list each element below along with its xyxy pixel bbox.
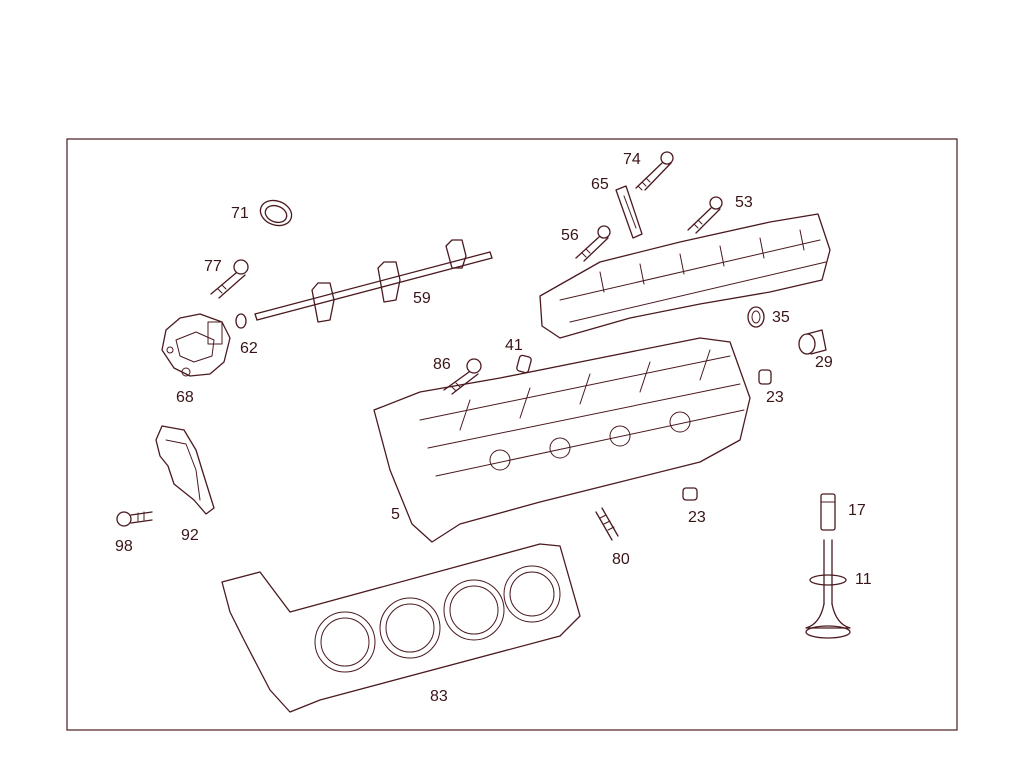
seal-ring-71[interactable] bbox=[257, 196, 295, 229]
bracket-65[interactable] bbox=[615, 185, 643, 239]
shaft-59[interactable] bbox=[254, 239, 493, 323]
plug-35[interactable] bbox=[747, 306, 765, 328]
callout-65: 65 bbox=[591, 176, 609, 193]
sleeve-23-upper[interactable] bbox=[758, 369, 772, 385]
callout-68: 68 bbox=[176, 389, 194, 406]
callout-71: 71 bbox=[231, 205, 249, 222]
bolt-74[interactable] bbox=[635, 151, 674, 191]
diagram-frame bbox=[66, 138, 958, 731]
callout-23-upper: 23 bbox=[766, 389, 784, 406]
bolt-77[interactable] bbox=[210, 259, 249, 299]
head-gasket-83[interactable] bbox=[221, 543, 581, 713]
callout-56: 56 bbox=[561, 227, 579, 244]
callout-74: 74 bbox=[623, 151, 641, 168]
bracket-92[interactable] bbox=[155, 425, 215, 515]
valve-11[interactable] bbox=[805, 539, 851, 639]
callout-77: 77 bbox=[204, 258, 222, 275]
callout-17: 17 bbox=[848, 502, 866, 519]
bolt-98[interactable] bbox=[116, 511, 153, 527]
callout-92: 92 bbox=[181, 527, 199, 544]
valve-lifter-17[interactable] bbox=[820, 493, 836, 531]
sleeve-23-lower[interactable] bbox=[682, 487, 698, 501]
callout-98: 98 bbox=[115, 538, 133, 555]
callout-86: 86 bbox=[433, 356, 451, 373]
callout-23-lower: 23 bbox=[688, 509, 706, 526]
camshaft-carrier[interactable] bbox=[539, 213, 831, 339]
plug-29[interactable] bbox=[798, 329, 827, 355]
bolt-53[interactable] bbox=[687, 196, 723, 234]
callout-35: 35 bbox=[772, 309, 790, 326]
callout-11: 11 bbox=[855, 571, 872, 588]
callout-59: 59 bbox=[413, 290, 431, 307]
sleeve-41[interactable] bbox=[516, 354, 532, 374]
callout-29: 29 bbox=[815, 354, 833, 371]
callout-41: 41 bbox=[505, 337, 523, 354]
stud-80[interactable] bbox=[595, 507, 619, 541]
cylinder-head-5[interactable] bbox=[373, 337, 751, 543]
bolt-56[interactable] bbox=[575, 225, 611, 262]
actuator-68[interactable] bbox=[161, 313, 231, 377]
callout-5: 5 bbox=[391, 506, 400, 523]
o-ring-62[interactable] bbox=[235, 313, 247, 329]
callout-83: 83 bbox=[430, 688, 448, 705]
callout-62: 62 bbox=[240, 340, 258, 357]
callout-53: 53 bbox=[735, 194, 753, 211]
callout-80: 80 bbox=[612, 551, 630, 568]
